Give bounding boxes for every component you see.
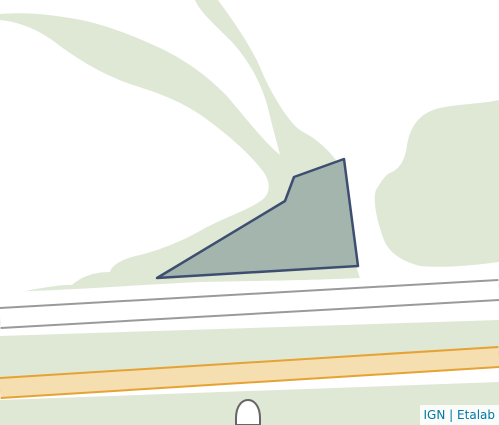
location-marker-icon[interactable]: [235, 398, 261, 425]
clearing-left: [0, 20, 269, 296]
map-attribution[interactable]: IGN | Etalab: [419, 405, 499, 425]
clearing-top-left: [0, 0, 280, 155]
highway-fill: [0, 348, 499, 397]
attribution-separator: |: [449, 408, 454, 422]
clearing-top-right: [0, 0, 499, 296]
attribution-etalab[interactable]: Etalab: [457, 408, 495, 422]
minor-road-fill: [0, 281, 499, 327]
selected-parcel[interactable]: [155, 157, 360, 280]
attribution-ign[interactable]: IGN: [423, 408, 446, 422]
